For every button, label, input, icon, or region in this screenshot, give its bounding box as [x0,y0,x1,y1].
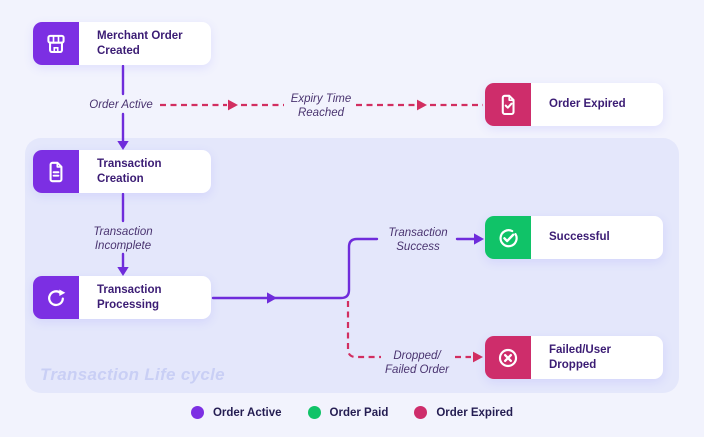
document-check-icon [485,83,531,126]
node-merchant-order-created: Merchant Order Created [33,22,211,65]
x-circle-icon [485,336,531,379]
node-transaction-creation: Transaction Creation [33,150,211,193]
edge-label-order-active: Order Active [89,99,153,111]
legend-label: Order Active [212,406,282,419]
order-paid-dot-icon [307,406,321,419]
node-label: Merchant Order Created [97,29,183,57]
legend-item-order-active: Order Active [190,406,282,419]
edge-label-dropped-failed-order: Dropped/ Failed Order [385,350,449,377]
node-failed-user-dropped: Failed/User Dropped [485,336,663,379]
node-label: Transaction Creation [97,157,162,185]
edge-label-transaction-success: Transaction Success [388,227,448,254]
order-expired-dot-icon [414,406,428,419]
storefront-icon [33,22,79,65]
node-order-expired: Order Expired [485,83,663,126]
container-title: Transaction Life cycle [40,365,225,384]
refresh-icon [33,276,79,319]
node-label: Failed/User Dropped [549,343,611,371]
arrowhead-right-icon [417,99,427,111]
edge-label-transaction-incomplete: Transaction Incomplete [93,226,153,253]
document-icon [33,150,79,193]
arrowhead-right-icon [228,99,238,111]
order-active-dot-icon [190,406,204,419]
node-label: Order Expired [549,98,626,111]
node-label: Transaction Processing [97,283,162,311]
legend-label: Order Paid [329,406,389,419]
node-label: Successful [549,231,610,244]
check-circle-icon [485,216,531,259]
edge-label-expiry-time-reached: Expiry Time Reached [290,93,352,120]
legend-item-order-paid: Order Paid [307,406,389,419]
node-successful: Successful [485,216,663,259]
legend: Order Active Order Paid Order Expired [0,406,704,419]
legend-label: Order Expired [436,406,514,419]
legend-item-order-expired: Order Expired [414,406,513,419]
node-transaction-processing: Transaction Processing [33,276,211,319]
